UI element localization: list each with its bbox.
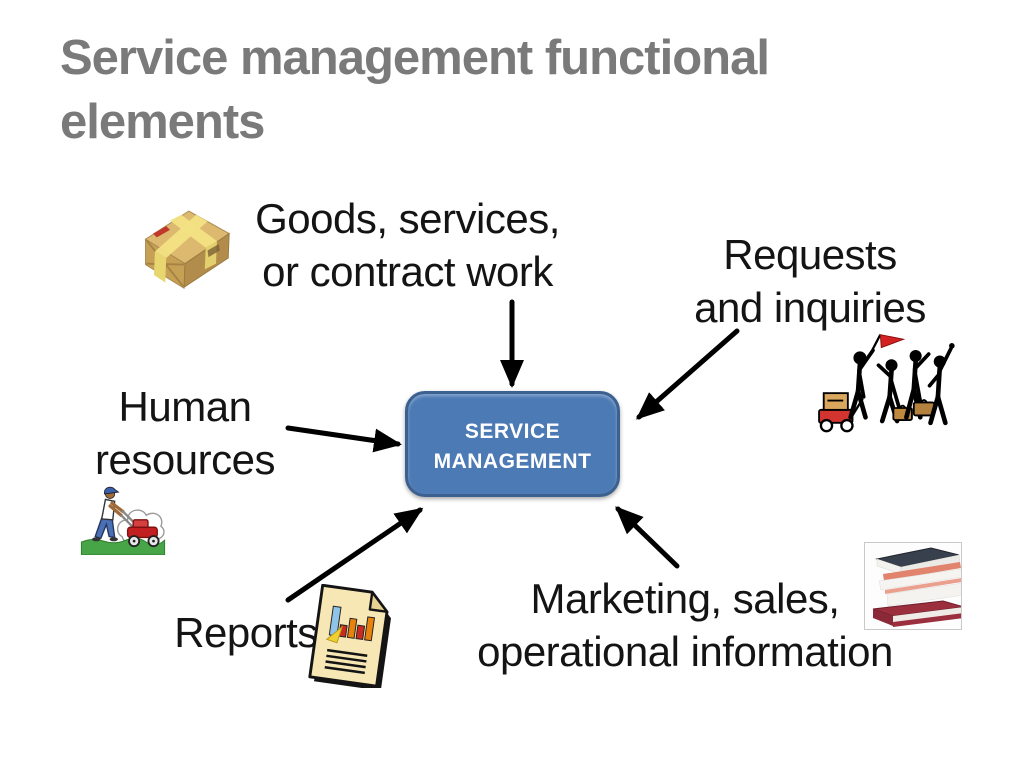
report-document-icon <box>308 584 391 688</box>
human-resources-label-line1: Human <box>118 383 252 430</box>
page-title: Service management functional elements <box>60 31 770 149</box>
arrow-marketing-to-center <box>615 506 680 569</box>
package-icon <box>144 210 231 289</box>
goods-label-line1: Goods, services, <box>255 195 560 242</box>
service-management-box-line2: MANAGEMENT <box>433 450 592 473</box>
goods-label-line2: or contract work <box>262 248 553 295</box>
requests-label: Requests and inquiries <box>650 228 970 334</box>
reports-label-line1: Reports <box>174 609 318 656</box>
human-resources-label-line2: resources <box>95 436 275 483</box>
people-with-luggage-icon <box>818 334 955 433</box>
reports-label: Reports <box>166 606 326 659</box>
service-management-box-line1: SERVICE <box>464 420 561 443</box>
requests-label-line2: and inquiries <box>694 284 926 331</box>
marketing-label: Marketing, sales, operational informatio… <box>425 572 945 678</box>
marketing-label-line2: operational information <box>477 628 893 675</box>
marketing-label-line1: Marketing, sales, <box>530 575 840 622</box>
books-stack-icon <box>864 542 962 630</box>
lawn-mower-worker-icon <box>80 486 166 555</box>
human-resources-label: Human resources <box>35 380 335 486</box>
goods-label: Goods, services, or contract work <box>225 192 590 298</box>
service-management-box: SERVICE MANAGEMENT <box>405 391 620 497</box>
requests-label-line1: Requests <box>723 231 897 278</box>
arrow-requests-to-center <box>635 328 740 420</box>
